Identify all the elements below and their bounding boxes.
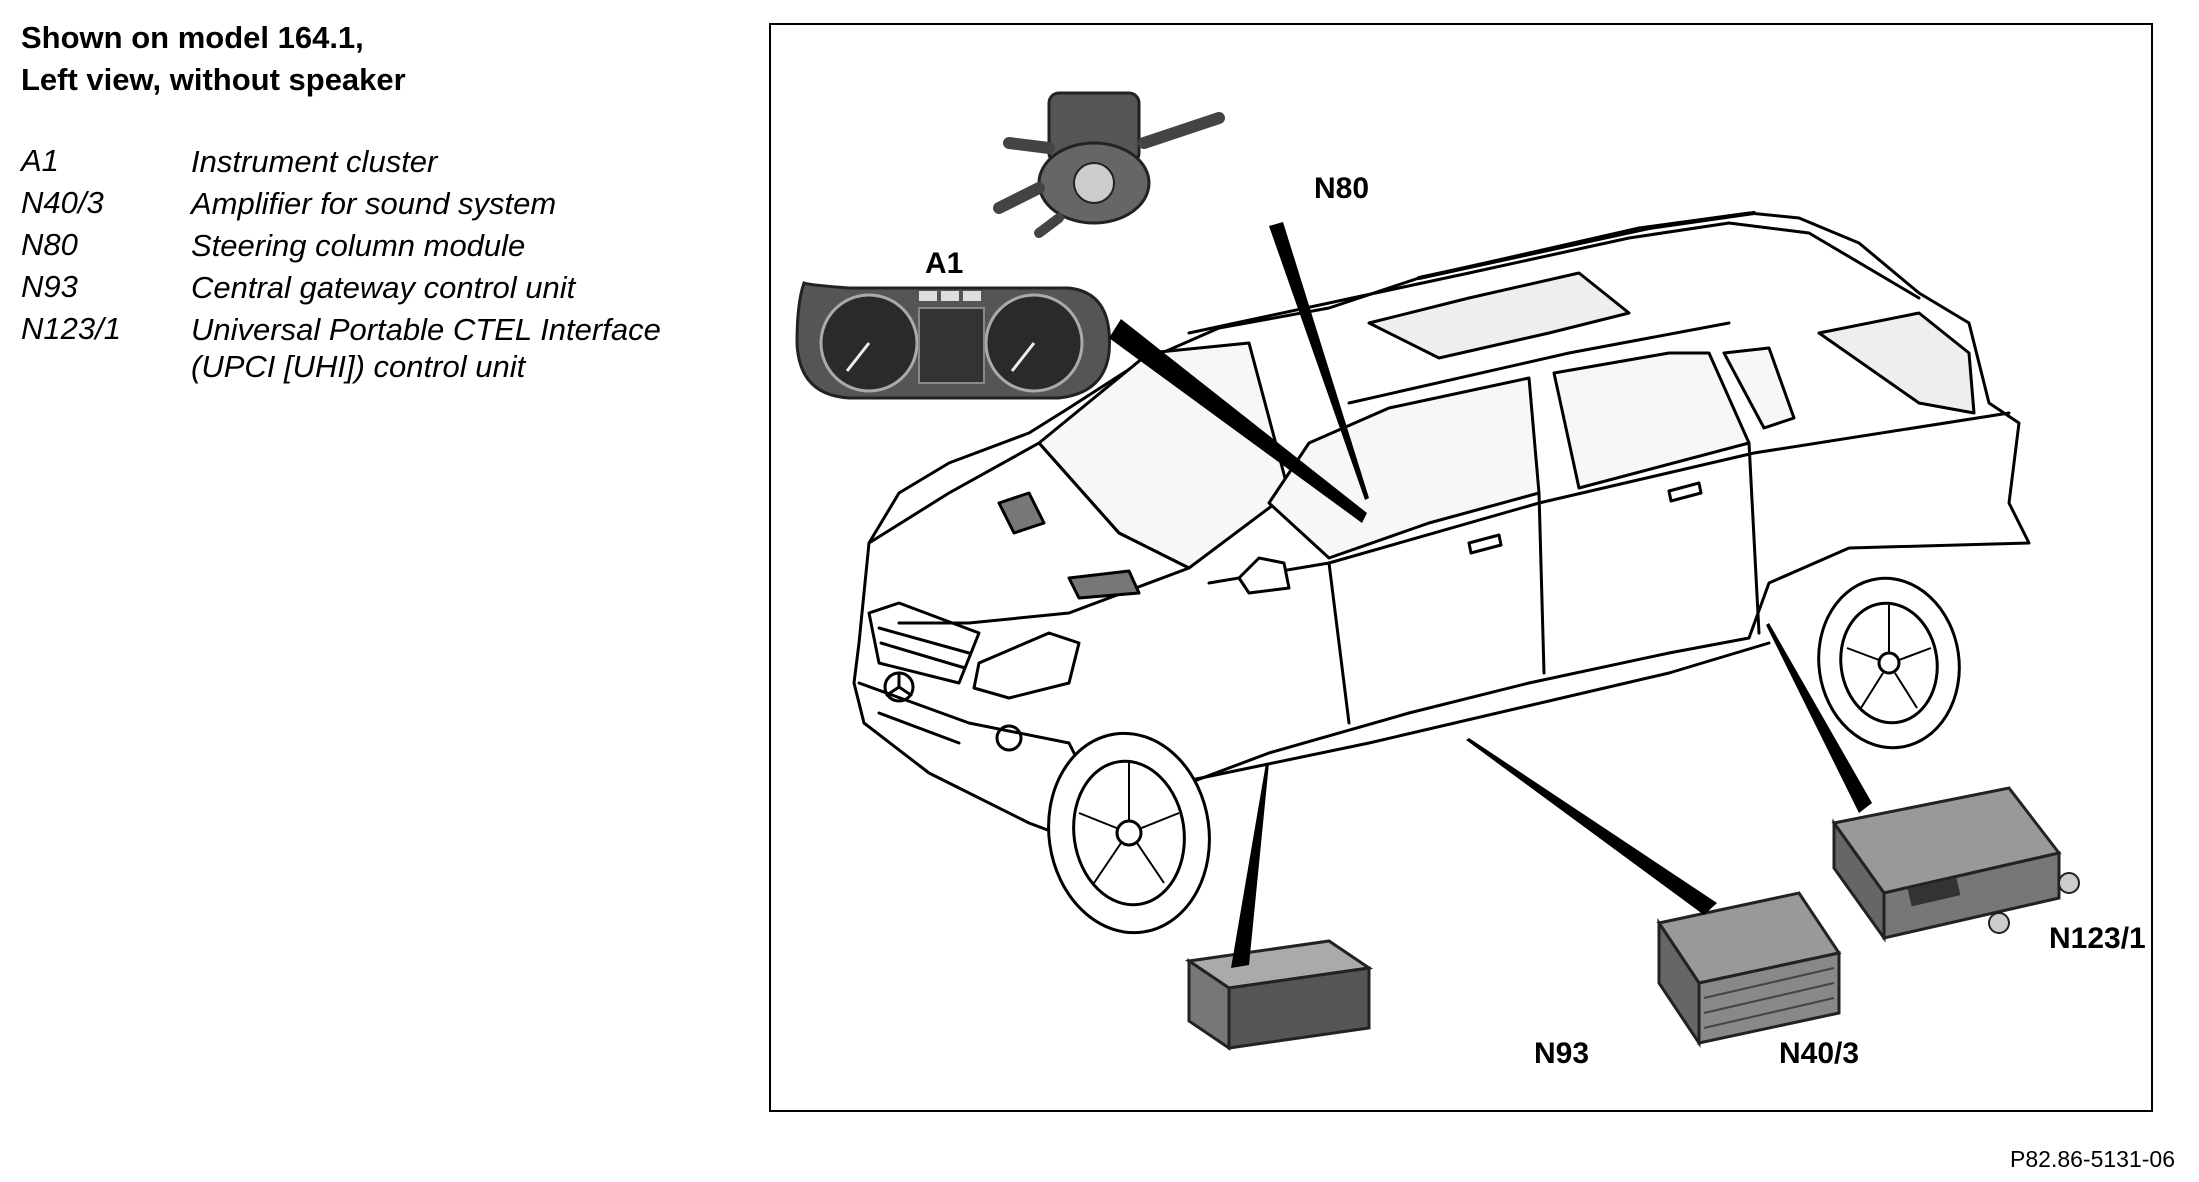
upci-control-unit-component (1831, 786, 2080, 943)
label-n123-1: N123/1 (2049, 922, 2146, 955)
legend-code: A1 (21, 143, 59, 178)
label-a1: A1 (925, 247, 963, 280)
vehicle-illustration: A1 N80 N93 N40/3 N123/1 (795, 91, 2146, 1070)
steering-column-module-component (993, 91, 1225, 238)
diagram-title: Shown on model 164.1, Left view, without… (21, 17, 406, 101)
car-outline (852, 211, 2031, 840)
legend-item: N40/3 Amplifier for sound system (21, 182, 661, 224)
callout-pointers (1109, 222, 1872, 968)
legend: A1 Instrument cluster N40/3 Amplifier fo… (21, 140, 661, 385)
front-wheel (1047, 731, 1211, 935)
legend-code: N123/1 (21, 311, 121, 346)
amplifier-component (1656, 891, 1842, 1048)
legend-description: Central gateway control unit (191, 270, 576, 305)
central-gateway-component (1184, 939, 1374, 1051)
legend-description: Amplifier for sound system (191, 186, 557, 221)
legend-description: Steering column module (191, 228, 526, 263)
legend-code: N40/3 (21, 185, 104, 220)
instrument-cluster-component (795, 281, 1111, 400)
title-line-2: Left view, without speaker (21, 62, 406, 97)
illustration-frame (769, 23, 2153, 1112)
reference-number: P82.86-5131-06 (2010, 1146, 2175, 1172)
title-line-1: Shown on model 164.1, (21, 20, 364, 55)
legend-code: N93 (21, 269, 78, 304)
legend-description: Universal Portable CTEL Interface (UPCI … (191, 312, 661, 384)
legend-item: N80 Steering column module (21, 224, 661, 266)
rear-wheel (1817, 576, 1961, 750)
label-n40-3: N40/3 (1779, 1037, 1859, 1070)
legend-item: N123/1 Universal Portable CTEL Interface… (21, 308, 661, 385)
label-n93: N93 (1534, 1037, 1589, 1070)
legend-code: N80 (21, 227, 78, 262)
legend-item: N93 Central gateway control unit (21, 266, 661, 308)
label-n80: N80 (1314, 172, 1369, 205)
legend-item: A1 Instrument cluster (21, 140, 661, 182)
legend-description: Instrument cluster (191, 144, 438, 179)
